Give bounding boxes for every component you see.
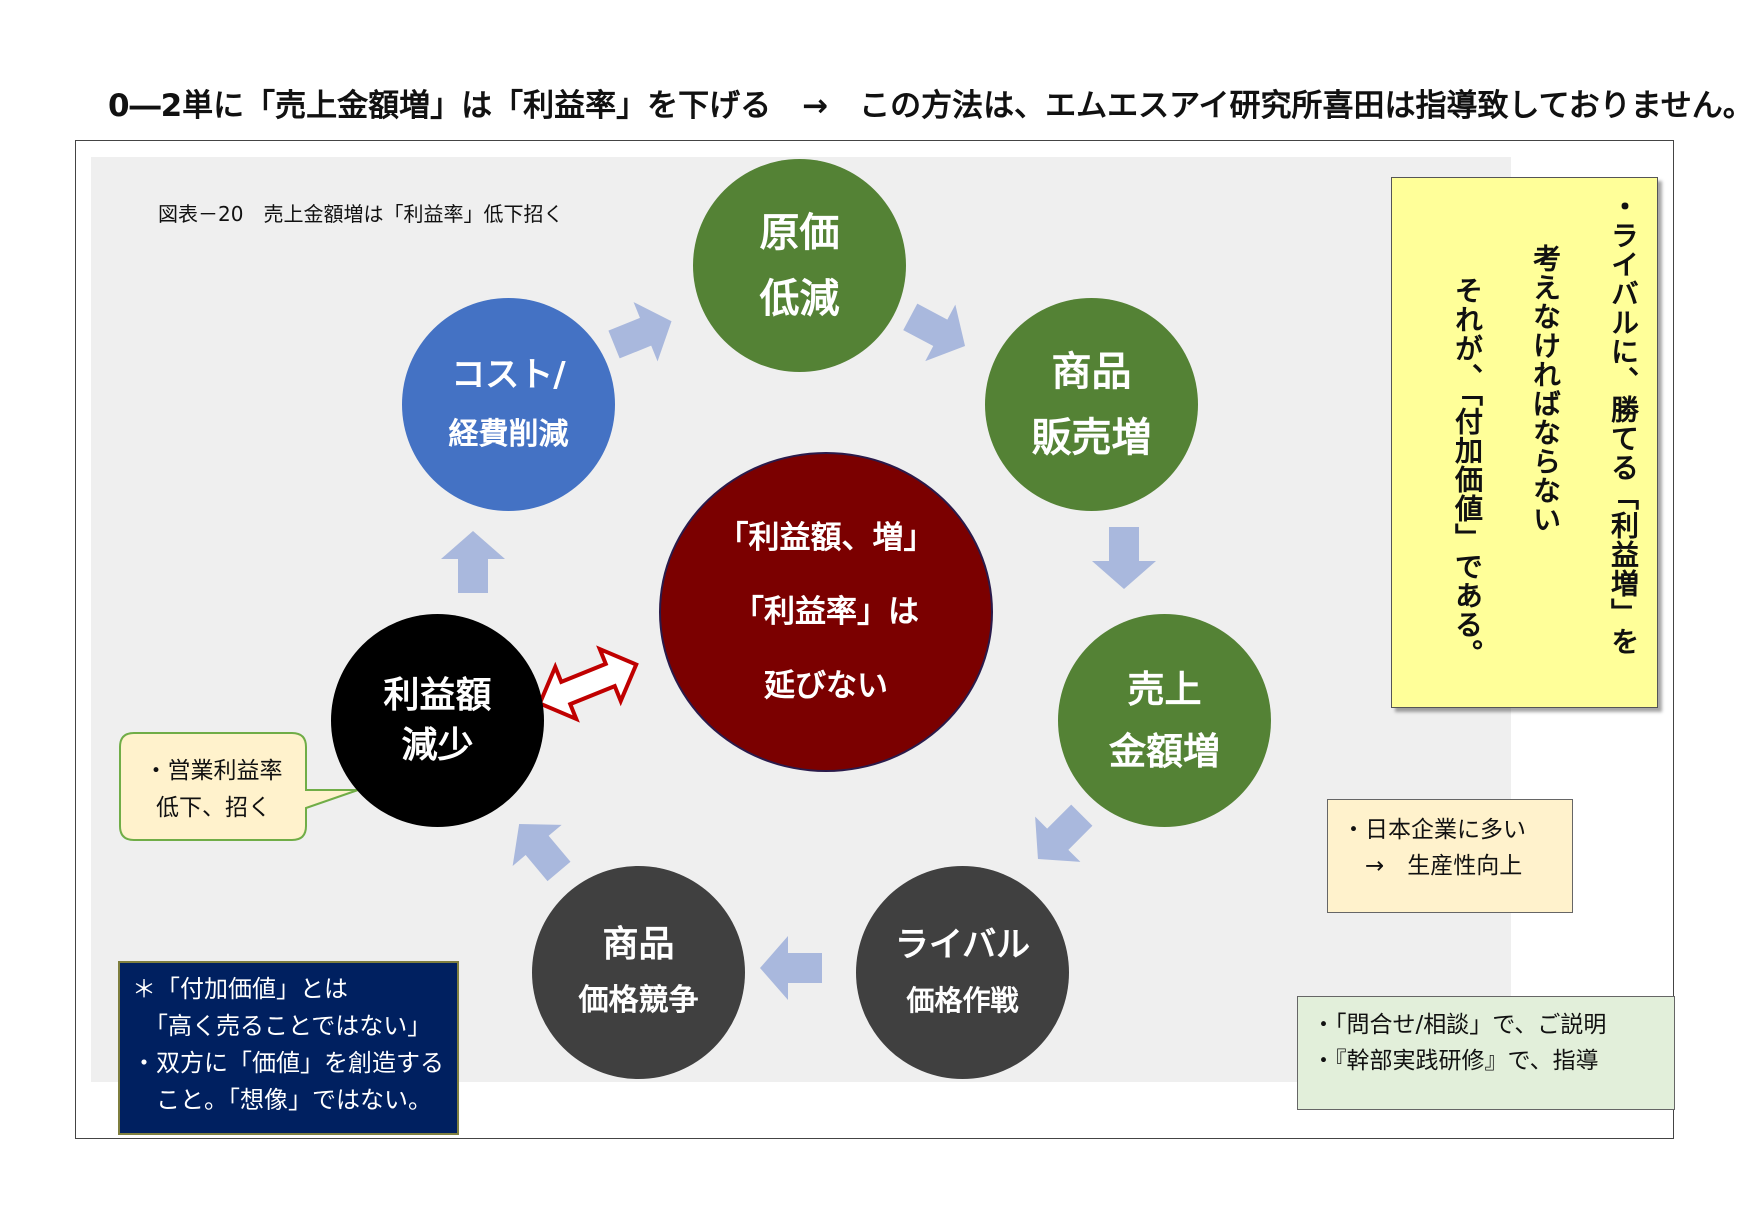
node-cost-sakugen: コスト/ 経費削減 [402, 298, 615, 511]
value-note-line: ＊「付加価値」とは [132, 975, 348, 1003]
arrow-genka-to-hanbai [903, 303, 966, 362]
arrow-uriage-to-rival [1035, 804, 1093, 862]
center-node: 「利益額、増」 「利益率」は 延びない [659, 452, 993, 772]
productivity-note: ・日本企業に多い → 生産性向上 [1327, 799, 1573, 913]
node-label: 金額増 [1109, 729, 1220, 773]
value-note-line: 「高く売ることではない」 [132, 1012, 432, 1040]
rival-note: ・ライバルに、勝てる「利益増」を 考えなければならない それが、「付加価値」であ… [1391, 177, 1658, 708]
node-rieki-gensho: 利益額 減少 [331, 614, 544, 827]
value-note-line: こと。「想像」ではない。 [132, 1086, 432, 1114]
callout-bubble [119, 732, 359, 841]
node-label: 利益額 [383, 674, 492, 716]
node-uriage-kingaku: 売上 金額増 [1058, 614, 1271, 827]
node-label: 売上 [1127, 667, 1202, 711]
productivity-note-line: → 生産性向上 [1342, 853, 1523, 879]
node-label: 商品 [1051, 348, 1132, 395]
rival-note-line-2: 考えなければならない [1529, 244, 1562, 534]
callout-text: ・営業利益率 低下、招く [122, 747, 305, 839]
callout-line: 低下、招く [156, 795, 271, 821]
node-label: 原価 [759, 209, 840, 256]
productivity-note-line: ・日本企業に多い [1342, 817, 1526, 843]
node-label: 販売増 [1031, 414, 1152, 461]
arrow-kyoso-to-rieki [512, 823, 571, 882]
node-genka-teigen: 原価 低減 [693, 159, 906, 372]
inquiry-note-line: ・『幹部実践研修』で、指導 [1312, 1048, 1599, 1074]
node-label: 減少 [401, 724, 474, 766]
node-label: 商品 [602, 923, 675, 965]
double-arrow [537, 645, 639, 723]
arrow-rival-to-kyoso [760, 936, 822, 1000]
node-label: コスト/ [451, 354, 566, 395]
diagram-frame [75, 140, 1674, 1139]
center-line: 延びない [764, 668, 888, 704]
node-shohin-kyoso: 商品 価格競争 [532, 866, 745, 1079]
callout-line: ・営業利益率 [144, 758, 283, 784]
node-label: 経費削減 [448, 416, 569, 452]
value-note-line: ・双方に「価値」を創造する [132, 1049, 444, 1077]
inquiry-note-line: ・「問合せ/相談」で、ご説明 [1312, 1012, 1607, 1038]
figure-caption: 図表－20 売上金額増は「利益率」低下招く [158, 202, 564, 226]
inquiry-note: ・「問合せ/相談」で、ご説明 ・『幹部実践研修』で、指導 [1297, 996, 1675, 1110]
node-label: 価格作戦 [906, 983, 1019, 1017]
node-label: ライバル [894, 924, 1031, 965]
node-rival-kakaku: ライバル 価格作戦 [856, 866, 1069, 1079]
node-label: 価格競争 [578, 982, 699, 1018]
arrow-rieki-to-cost [441, 531, 505, 593]
rival-note-line-3: それが、「付加価値」である。 [1451, 276, 1484, 668]
node-shohin-hanbai: 商品 販売増 [985, 298, 1198, 511]
arrow-hanbai-to-uriage [1092, 527, 1156, 589]
rival-note-line-1: ・ライバルに、勝てる「利益増」を [1607, 192, 1640, 656]
center-line: 「利益率」は [733, 594, 919, 630]
arrow-cost-to-genka [608, 302, 672, 362]
value-definition-note: ＊「付加価値」とは 「高く売ることではない」 ・双方に「価値」を創造する こと。… [118, 961, 459, 1135]
page-title: 0―2単に「売上金額増」は「利益率」を下げる → この方法は、エムエスアイ研究所… [108, 88, 1754, 124]
center-line: 「利益額、増」 [717, 520, 935, 556]
node-label: 低減 [759, 275, 840, 322]
